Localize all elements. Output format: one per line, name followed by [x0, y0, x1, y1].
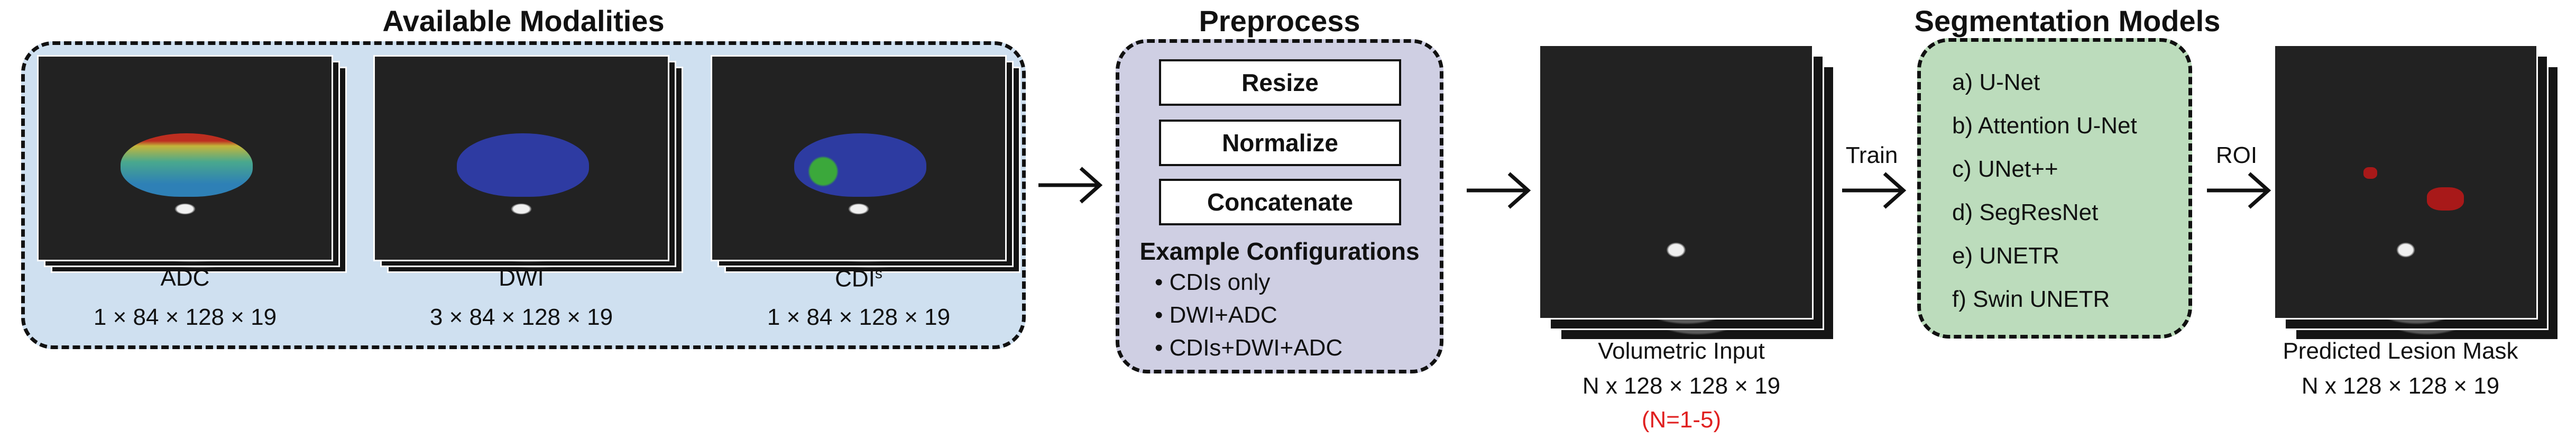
output-label: Predicted Lesion Mask [2283, 338, 2518, 364]
cdis-superscript: s [875, 265, 882, 281]
cdis-label: CDIs [711, 265, 1007, 292]
model-segresnet: d) SegResNet [1952, 199, 2099, 225]
volumetric-input-stack [1539, 44, 1835, 341]
concatenate-step: Concatenate [1159, 179, 1401, 225]
adc-overlay [121, 133, 253, 197]
config-dwi-adc: DWI+ADC [1169, 302, 1277, 328]
cdis-overlay [794, 133, 926, 197]
dwi-dims: 3 × 84 × 128 × 19 [429, 304, 613, 330]
config-item: • DWI+ADC [1155, 302, 1277, 328]
lesion-mark [2427, 187, 2464, 211]
arrow-preprocess-to-input [1467, 172, 1531, 209]
model-unetr: e) UNETR [1952, 243, 2059, 269]
config-item: • CDIs only [1155, 269, 1271, 295]
model-swin-unetr: f) Swin UNETR [1952, 286, 2110, 312]
predicted-mask-stack [2274, 44, 2559, 341]
config-cdis-only: CDIs only [1169, 269, 1271, 295]
volumetric-input-note: (N=1-5) [1641, 407, 1722, 433]
configs-title: Example Configurations [1139, 238, 1420, 265]
roi-label: ROI [2215, 142, 2258, 168]
dwi-label: DWI [499, 265, 544, 291]
output-dims: N x 128 × 128 × 19 [2301, 373, 2500, 399]
cdis-dims: 1 × 84 × 128 × 19 [767, 304, 951, 330]
normalize-step: Normalize [1159, 120, 1401, 166]
cdis-name: CDI [835, 266, 875, 292]
modalities-title: Available Modalities [382, 4, 665, 38]
train-label: Train [1845, 142, 1898, 168]
models-title: Segmentation Models [1914, 4, 2221, 38]
arrow-train [1842, 172, 1907, 209]
volumetric-input-label: Volumetric Input [1598, 338, 1765, 364]
arrow-modalities-to-preprocess [1038, 167, 1103, 204]
adc-image-stack [37, 55, 347, 273]
model-unetpp: c) UNet++ [1952, 156, 2058, 182]
arrow-roi [2207, 172, 2271, 209]
model-unet: a) U-Net [1952, 69, 2040, 95]
resize-step: Resize [1159, 59, 1401, 106]
volumetric-input-dims: N x 128 × 128 × 19 [1582, 373, 1781, 399]
dwi-overlay [457, 133, 589, 197]
lesion-mark [2363, 167, 2377, 179]
config-item: • CDIs+DWI+ADC [1155, 335, 1343, 361]
models-panel [1917, 38, 2192, 339]
adc-dims: 1 × 84 × 128 × 19 [93, 304, 277, 330]
config-cdis-dwi-adc: CDIs+DWI+ADC [1169, 335, 1343, 361]
preprocess-title: Preprocess [1199, 4, 1360, 38]
cdis-image-stack [711, 55, 1020, 273]
dwi-image-stack [373, 55, 683, 273]
adc-label: ADC [160, 265, 210, 291]
model-attention-unet: b) Attention U-Net [1952, 113, 2137, 139]
